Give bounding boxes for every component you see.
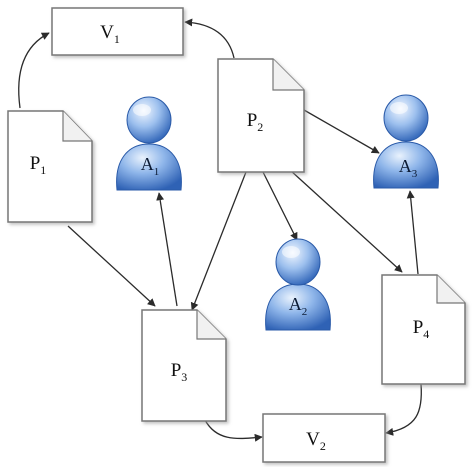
node-p1-doc: [7, 110, 93, 223]
svg-text:P4: P4: [413, 317, 430, 341]
agent-a1-label: A: [141, 154, 154, 174]
node-p1-label: P: [30, 153, 41, 174]
node-v1-box: [51, 7, 184, 56]
agent-a2: A2: [265, 238, 331, 331]
node-p4-label: P: [413, 317, 424, 338]
edge-p2-a3: [303, 109, 380, 154]
node-v1-sub: 1: [114, 32, 120, 46]
svg-text:V1: V1: [100, 22, 120, 46]
node-p2-doc: [217, 58, 305, 173]
node-v1-label: V: [100, 22, 114, 43]
user-icon: [116, 96, 182, 191]
node-p1-sub: 1: [40, 163, 46, 177]
edge-p1-v1: [18, 32, 50, 109]
agent-a3-label: A: [399, 156, 412, 176]
node-p2: P2: [217, 58, 305, 173]
agent-a2-sub: 2: [302, 306, 308, 318]
svg-text:P2: P2: [247, 110, 264, 134]
edge-p2-a2: [262, 171, 298, 241]
edge-p3-a1: [156, 192, 178, 307]
edge-p2-p3: [190, 171, 247, 311]
edge-p2-p4: [278, 159, 403, 273]
edge-p2-v1: [184, 18, 235, 59]
svg-text:P3: P3: [171, 360, 188, 384]
agent-a1-sub: 1: [154, 166, 160, 178]
node-v2-sub: 2: [320, 439, 326, 453]
user-icon: [373, 94, 439, 189]
node-v2-box: [262, 413, 386, 463]
agent-a1: A1: [116, 96, 182, 191]
node-p3: P3: [141, 309, 227, 422]
node-p1-fold: [62, 111, 92, 142]
edge-p4-a3: [406, 190, 419, 275]
svg-text:A3: A3: [399, 156, 418, 180]
node-v2: V2: [262, 413, 386, 463]
node-p2-fold: [272, 59, 304, 91]
svg-text:P1: P1: [30, 153, 47, 177]
node-p1: P1: [7, 110, 93, 223]
node-p2-label: P: [247, 110, 258, 131]
edge-p4-v2: [385, 383, 422, 436]
edges: [18, 18, 422, 442]
node-v2-label: V: [306, 429, 320, 450]
svg-text:A1: A1: [141, 154, 160, 178]
svg-text:V2: V2: [306, 429, 326, 453]
node-p4-sub: 4: [423, 327, 429, 341]
agent-a3: A3: [373, 94, 439, 189]
node-p3-sub: 3: [181, 370, 187, 384]
node-v1: V1: [51, 7, 184, 56]
edge-p3-v2: [204, 419, 263, 442]
node-p4: P4: [381, 274, 466, 385]
node-p3-fold: [196, 310, 226, 340]
svg-text:A2: A2: [289, 294, 308, 318]
node-p2-sub: 2: [257, 120, 263, 134]
agent-a3-sub: 3: [412, 168, 418, 180]
agent-a2-label: A: [289, 294, 302, 314]
node-p4-fold: [436, 275, 465, 304]
user-icon: [265, 238, 331, 331]
node-p3-label: P: [171, 360, 182, 381]
edge-p1-p3: [67, 225, 156, 307]
